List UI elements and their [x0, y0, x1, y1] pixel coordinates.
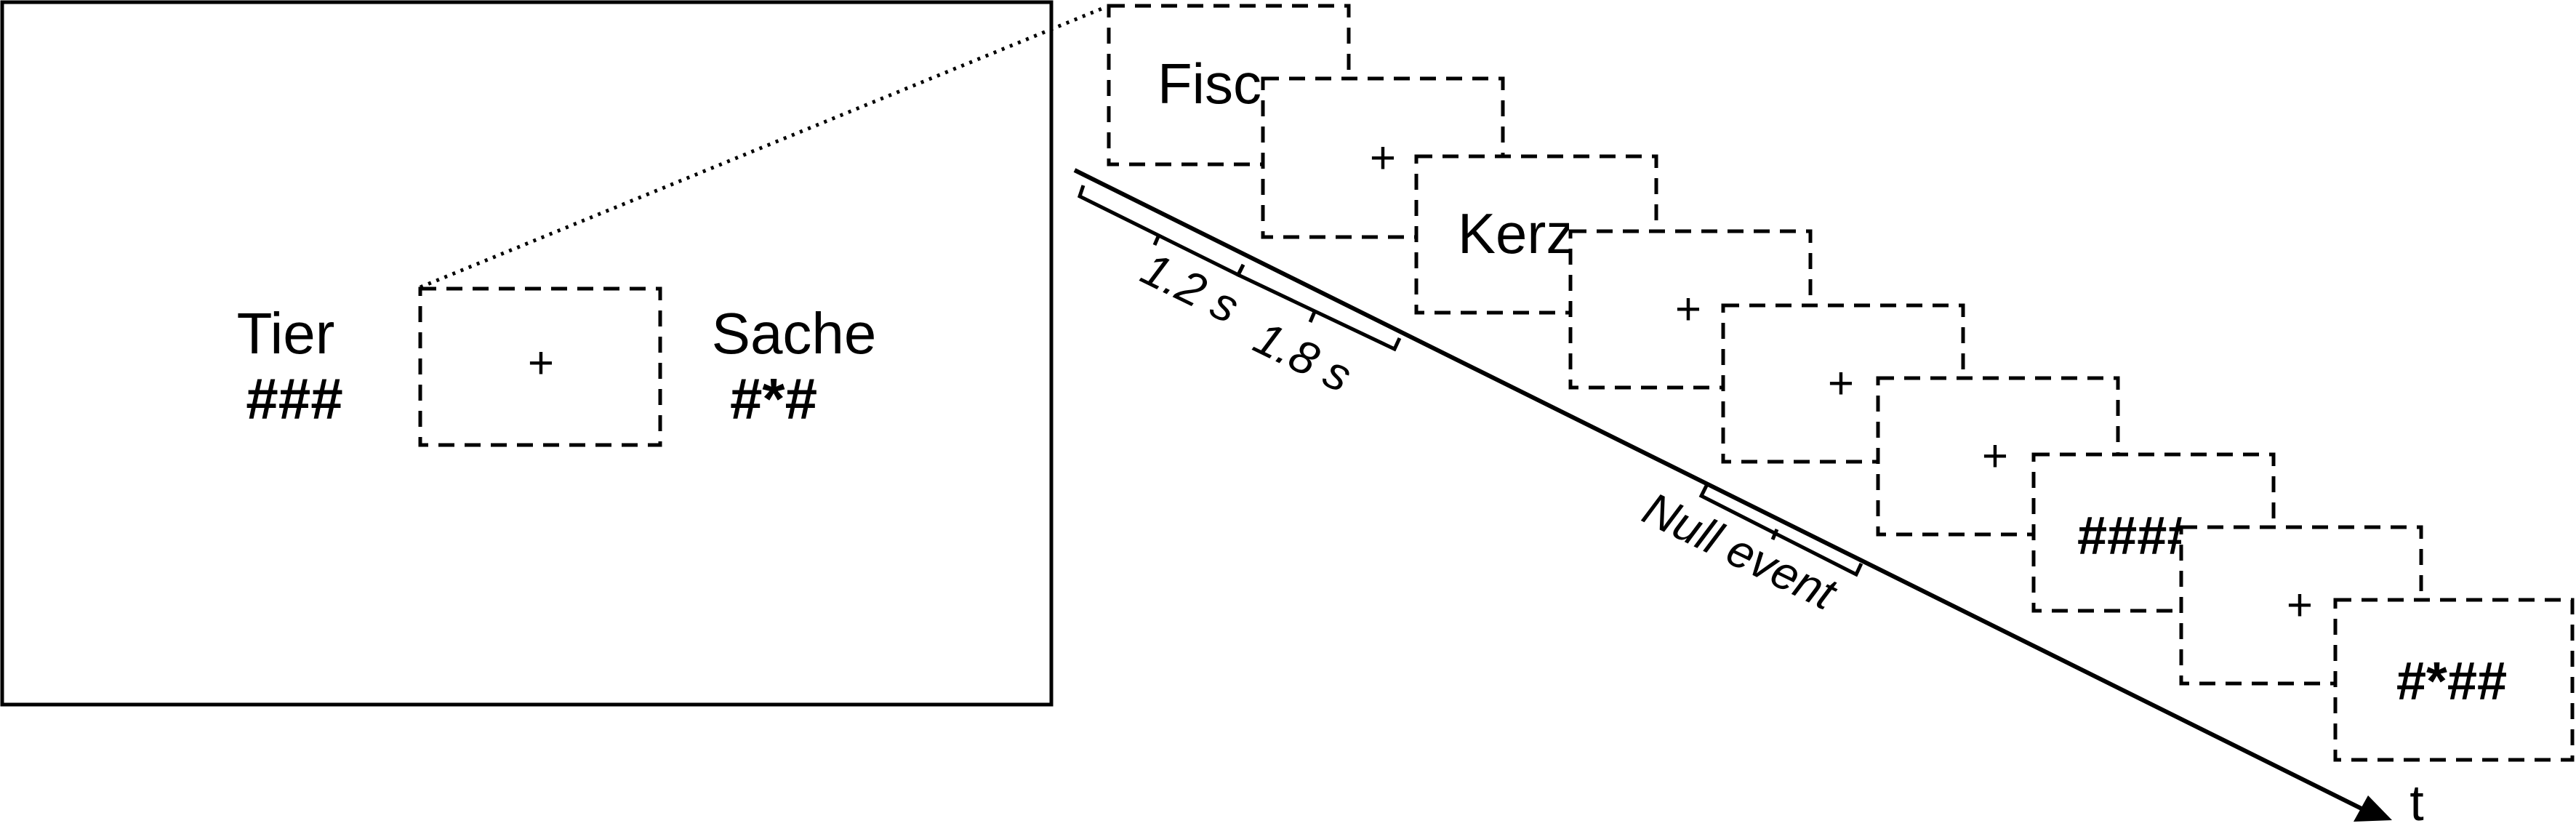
fixation-cross: + — [528, 338, 554, 388]
frame-text: + — [1828, 358, 1854, 409]
time-axis-label: t — [2410, 774, 2423, 826]
frame-text: Fisch — [1157, 52, 1293, 116]
frame-text: + — [1370, 133, 1396, 183]
frame-text: + — [2287, 580, 2313, 630]
sequence-frame: #*## — [2333, 598, 2575, 762]
frame-text: #### — [2077, 505, 2197, 566]
duration-label-1: 1.2 s — [1133, 242, 1247, 334]
time-axis — [1073, 168, 2364, 811]
mask-left: ### — [246, 366, 342, 431]
frame-text: + — [1675, 284, 1701, 334]
label-right: Sache — [712, 301, 877, 366]
frame-text: Kerze — [1458, 201, 1606, 265]
fixation-box — [418, 286, 662, 447]
null-event-bracket — [1698, 484, 1863, 577]
frame-text: + — [1982, 431, 2008, 481]
screen-frame — [0, 0, 1054, 707]
zoom-connector — [420, 5, 1106, 289]
label-left: Tier — [237, 301, 335, 366]
frame-text: #*## — [2396, 651, 2507, 711]
time-arrowhead — [2354, 795, 2392, 822]
mask-right: #*# — [730, 366, 817, 431]
duration-bracket-2 — [1235, 263, 1402, 352]
